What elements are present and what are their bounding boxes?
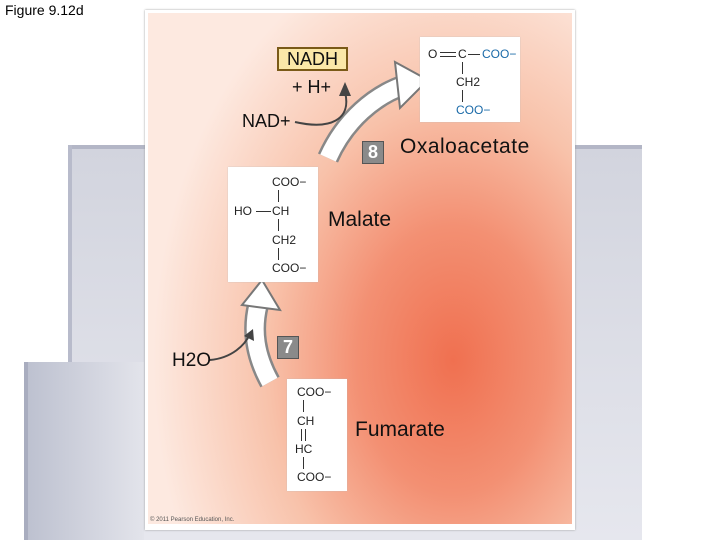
fumarate-hc: HC (295, 442, 313, 456)
step7-arrowhead (240, 278, 282, 312)
malate-ch: CH (272, 204, 290, 218)
malate-bond-3 (278, 248, 279, 260)
malate-ch2: CH2 (272, 233, 297, 247)
fumarate-double-bond-a (301, 429, 302, 441)
fumarate-bond-2 (303, 457, 304, 469)
cofactor-arrowhead (339, 82, 351, 96)
malate-bond-1 (278, 190, 279, 202)
fumarate-double-bond-b (305, 429, 306, 441)
slide-decoration-line (68, 145, 72, 540)
oxalo-bond-vertical (462, 62, 463, 74)
oxalo-o-atom: O (428, 47, 438, 61)
slide-title: Figure 9.12d (5, 2, 84, 18)
fumarate-structure: COO− CH HC COO− (287, 379, 347, 491)
oxalo-double-bond (440, 52, 456, 53)
step7-main-arrow-fill (246, 303, 278, 387)
oxalo-coo-bottom: COO− (456, 103, 491, 117)
copyright-text: © 2011 Pearson Education, Inc. (150, 517, 235, 523)
water-arrowhead (244, 329, 254, 341)
oxalo-c-atom: C (458, 47, 467, 61)
malate-label: Malate (328, 208, 392, 231)
oxalo-double-bond-2 (440, 56, 456, 57)
slide-decoration-block (24, 362, 144, 540)
malate-ho: HO (234, 204, 252, 218)
proton-label: + H+ (292, 77, 332, 97)
fumarate-label: Fumarate (355, 418, 445, 441)
water-arrow (209, 333, 251, 361)
fumarate-coo-bottom: COO− (297, 470, 332, 484)
step8-main-arrow-fill (320, 76, 408, 162)
fumarate-coo-top: COO− (297, 385, 332, 399)
malate-structure: COO− HO CH CH2 COO− (228, 167, 318, 282)
malate-bond-ho (256, 211, 271, 212)
oxalo-bond-vertical-2 (462, 90, 463, 102)
oxaloacetate-structure: O C COO− CH2 COO− (420, 37, 520, 122)
water-label: H2O (172, 350, 212, 371)
slide-decoration-edge (24, 362, 28, 540)
oxalo-bond (468, 54, 480, 55)
fumarate-ch: CH (297, 414, 315, 428)
oxalo-ch2: CH2 (456, 75, 481, 89)
malate-coo-top: COO− (272, 175, 307, 189)
oxaloacetate-label: Oxaloacetate (400, 135, 530, 158)
step-7-badge: 7 (277, 336, 299, 359)
cofactor-arrow (294, 91, 348, 126)
fumarate-bond-1 (303, 400, 304, 412)
step-8-badge: 8 (362, 141, 384, 164)
nad-plus-label: NAD+ (242, 111, 291, 131)
oxalo-coo-top: COO− (482, 47, 517, 61)
step8-arrowhead (393, 60, 430, 111)
nadh-label: NADH (277, 47, 348, 71)
malate-bond-2 (278, 219, 279, 231)
malate-coo-bottom: COO− (272, 261, 307, 275)
